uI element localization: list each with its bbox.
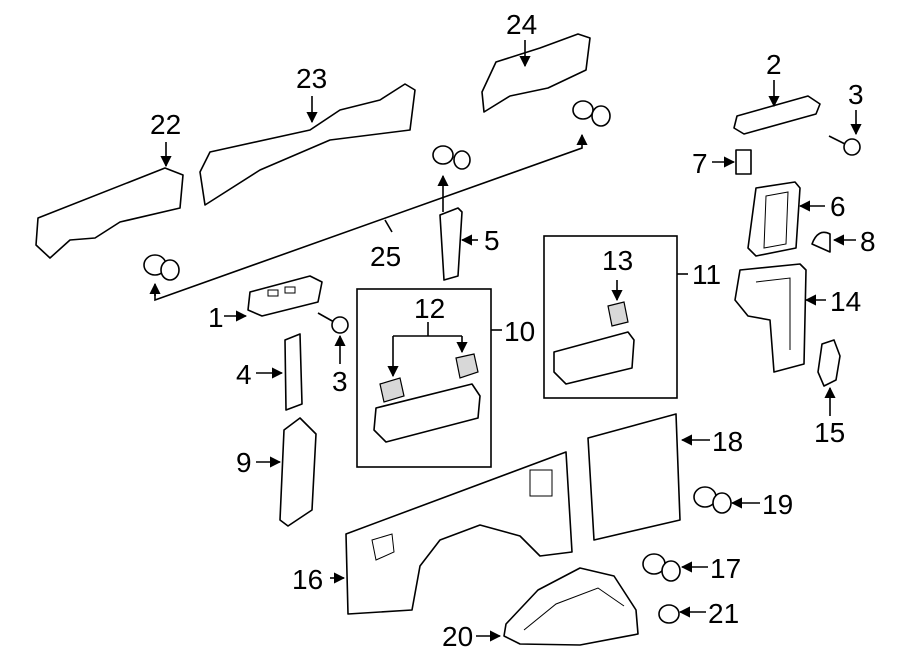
callout-labels: 1 2 3 3 4 5 6 7 8 9 10 11 12 13 14 15 16… (150, 9, 876, 652)
callout-3: 3 (332, 366, 348, 397)
callout-16: 16 (292, 564, 323, 595)
callout-7: 7 (692, 148, 708, 179)
callout-4: 4 (236, 359, 252, 390)
callout-17: 17 (710, 553, 741, 584)
part-22-insulation-panel (35, 167, 184, 259)
bolt-icon (317, 135, 861, 334)
callout-18: 18 (712, 426, 743, 457)
part-6-trim-panel (747, 181, 801, 257)
part-9-pillar-trim (279, 417, 317, 527)
push-clip-icon (143, 100, 611, 281)
callout-20: 20 (442, 621, 473, 652)
part-20-wheelhouse (503, 567, 639, 646)
callout-19: 19 (762, 489, 793, 520)
callout-3: 3 (848, 79, 864, 110)
callout-25: 25 (370, 241, 401, 272)
part-11-group (543, 235, 688, 399)
callout-5: 5 (484, 225, 500, 256)
callout-12: 12 (414, 293, 445, 324)
callout-2: 2 (766, 49, 782, 80)
leader-arrows (160, 40, 862, 642)
part-15-bracket (817, 339, 841, 387)
callout-10: 10 (504, 316, 535, 347)
callout-1: 1 (208, 302, 224, 333)
push-clip-icon (642, 486, 732, 624)
part-8-cap (811, 231, 831, 253)
callout-24: 24 (506, 9, 537, 40)
callout-23: 23 (296, 63, 327, 94)
part-7-clip (735, 149, 752, 175)
part-24-insulation-panel (481, 33, 591, 113)
part-4-pillar-trim (284, 333, 303, 411)
callout-8: 8 (860, 226, 876, 257)
part-25-retainer-line (149, 133, 588, 302)
part-14-trim-panel (734, 263, 807, 373)
callout-11: 11 (692, 259, 721, 290)
callout-21: 21 (708, 598, 739, 629)
part-16-side-panel (345, 451, 573, 615)
callout-9: 9 (236, 447, 252, 478)
part-23-insulation-panel (199, 83, 416, 206)
part-1-bracket (247, 275, 323, 317)
callout-22: 22 (150, 109, 181, 140)
callout-14: 14 (830, 286, 861, 317)
part-10-group (356, 288, 502, 468)
callout-13: 13 (602, 245, 633, 276)
callout-6: 6 (830, 191, 846, 222)
part-5-pillar-trim (439, 207, 463, 281)
part-2-bracket (733, 95, 821, 135)
part-18-side-panel (587, 413, 681, 541)
callout-15: 15 (814, 417, 845, 448)
